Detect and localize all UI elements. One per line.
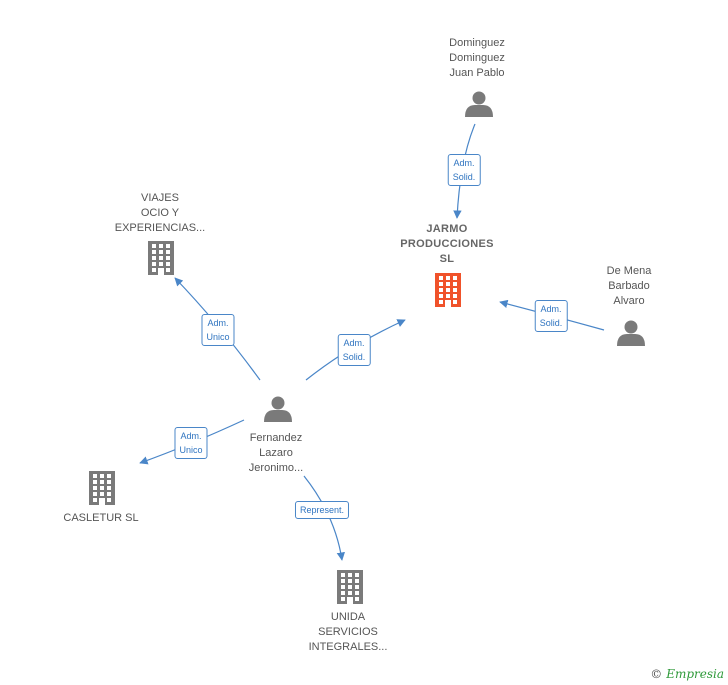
company-icon-viajes[interactable]	[148, 241, 174, 275]
node-label-line: Dominguez	[449, 37, 505, 49]
node-label-line: Barbado	[608, 280, 650, 292]
node-label-line: De Mena	[606, 265, 652, 277]
node-label-line: Jeronimo...	[248, 462, 304, 474]
edge-label-line: Solid.	[342, 352, 366, 362]
node-label-line: Dominguez	[449, 52, 505, 64]
node-label-line: UNIDA	[330, 611, 366, 623]
node-label-line: VIAJES	[141, 192, 179, 204]
edge-label-line: Unico	[179, 445, 203, 455]
edge-label-fernandez-to-casletur[interactable]: Adm. Unico	[174, 427, 208, 459]
company-icon-casletur[interactable]	[89, 471, 115, 505]
node-label-line: PRODUCCIONES	[400, 238, 494, 250]
edge-label-fernandez-to-viajes[interactable]: Adm. Unico	[201, 314, 235, 346]
edge-label-line: Solid.	[452, 172, 476, 182]
edge-label-fernandez-to-jarmo[interactable]: Adm. Solid.	[337, 334, 371, 366]
edge-label-line: Adm.	[207, 318, 229, 328]
node-label-line: SERVICIOS	[318, 626, 378, 638]
node-label-line: Lazaro	[259, 447, 293, 459]
edge-label-line: Adm.	[343, 338, 365, 348]
edge-label-line: Adm.	[453, 158, 475, 168]
edge-label-demena-to-jarmo[interactable]: Adm. Solid.	[534, 300, 568, 332]
copyright-text: ©	[650, 667, 663, 681]
person-icon-dominguez[interactable]	[465, 91, 493, 118]
edge-label-line: Solid.	[539, 318, 563, 328]
node-label-unida[interactable]: UNIDA SERVICIOS INTEGRALES...	[309, 610, 388, 655]
person-icon-fernandez[interactable]	[264, 396, 292, 423]
node-label-line: CASLETUR SL	[63, 512, 139, 524]
person-icon-demena[interactable]	[617, 320, 645, 347]
company-icon-unida[interactable]	[337, 570, 363, 604]
edge-label-line: Adm.	[540, 304, 562, 314]
brand-logo: Empresia	[666, 667, 724, 681]
company-icon-jarmo[interactable]	[435, 273, 461, 307]
node-label-casletur[interactable]: CASLETUR SL	[63, 511, 138, 526]
edge-label-line: Adm.	[180, 431, 202, 441]
node-label-jarmo[interactable]: JARMO PRODUCCIONES SL	[400, 222, 493, 267]
node-label-line: JARMO	[426, 223, 468, 235]
node-label-viajes[interactable]: VIAJES OCIO Y EXPERIENCIAS...	[115, 191, 205, 236]
node-label-line: EXPERIENCIAS...	[114, 222, 206, 234]
edge-label-line: Represent.	[299, 505, 345, 515]
node-label-line: Alvaro	[613, 295, 645, 307]
node-label-line: Juan Pablo	[449, 67, 505, 79]
node-label-line: INTEGRALES...	[308, 641, 388, 653]
edge-label-fernandez-to-unida[interactable]: Represent.	[294, 501, 350, 519]
node-label-line: OCIO Y	[140, 207, 180, 219]
edge-label-line: Unico	[206, 332, 230, 342]
edge-label-dominguez-to-jarmo[interactable]: Adm. Solid.	[447, 154, 481, 186]
brand-footer: ©Empresia	[650, 667, 724, 681]
node-label-line: SL	[439, 253, 455, 265]
node-label-line: Fernandez	[249, 432, 303, 444]
